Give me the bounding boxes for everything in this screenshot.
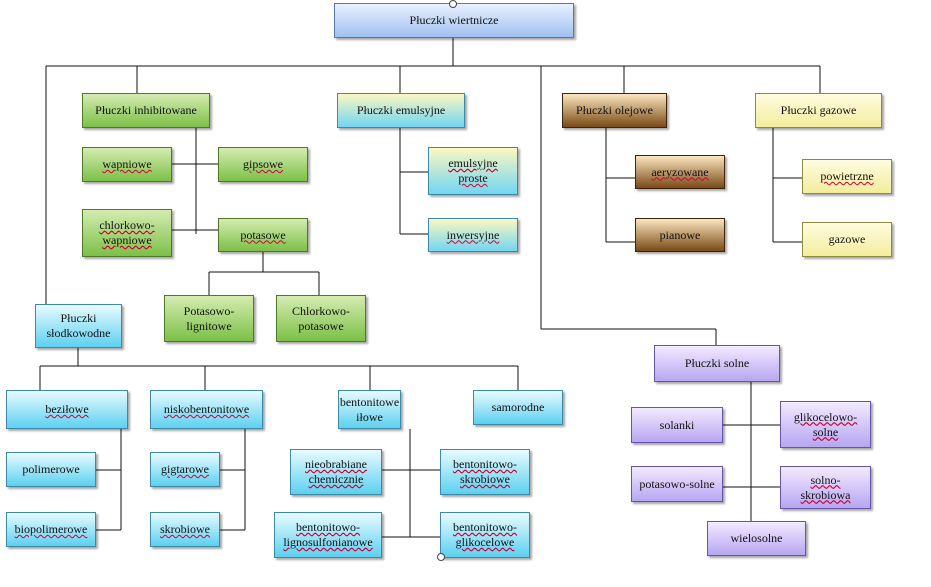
node-label: pianowe bbox=[659, 227, 701, 242]
node-label: Płuczki wiertnicze bbox=[409, 13, 499, 27]
node-label-line: iłowe bbox=[356, 409, 383, 424]
node-label: samorodne bbox=[491, 400, 545, 414]
node-label: inwersyjne bbox=[446, 227, 500, 242]
node-inwersyjne[interactable]: inwersyjne bbox=[428, 218, 518, 252]
node-label: biopolimerowe bbox=[14, 522, 88, 536]
node-label: beziłowe bbox=[45, 402, 89, 416]
node-label-line: bentonitowo- bbox=[453, 520, 517, 534]
node-potasowe[interactable]: potasowe bbox=[218, 218, 308, 252]
node-powietrzne[interactable]: powietrzne bbox=[802, 159, 892, 194]
node-skrobiowe[interactable]: skrobiowe bbox=[150, 512, 220, 547]
node-label-line: słodkowodne bbox=[46, 326, 111, 340]
node-label-line: lignitowe bbox=[186, 318, 232, 333]
node-olejowe[interactable]: Płuczki olejowe bbox=[562, 93, 667, 128]
node-label: Płuczki emulsyjne bbox=[356, 103, 446, 117]
node-bezilowe[interactable]: beziłowe bbox=[6, 390, 128, 429]
node-emulsyjne[interactable]: Płuczki emulsyjne bbox=[337, 93, 465, 128]
node-label: potasowe bbox=[240, 227, 286, 242]
node-label-line: bentonitowo- bbox=[453, 457, 517, 471]
node-label: solanki bbox=[659, 417, 695, 432]
node-label: potasowo-solne bbox=[639, 476, 715, 491]
node-aeryzowane[interactable]: aeryzowane bbox=[635, 155, 725, 189]
node-lignosulfonianowe[interactable]: bentonitowo-lignosulfonianowe bbox=[274, 512, 382, 558]
node-label: wapniowe bbox=[102, 157, 152, 171]
node-label-line: nieobrabiane bbox=[305, 457, 367, 471]
node-gigtarowe[interactable]: gigtarowe bbox=[150, 452, 220, 487]
node-inhibitowane[interactable]: Płuczki inhibitowane bbox=[82, 93, 210, 128]
node-label: niskobentonitowe bbox=[163, 402, 250, 416]
node-label-line: glikocelowo- bbox=[793, 409, 858, 424]
node-label: gazowe bbox=[828, 232, 866, 246]
node-label-line: chemicznie bbox=[308, 472, 364, 486]
node-label-line: Potasowo- bbox=[183, 303, 235, 318]
node-label: aeryzowane bbox=[651, 164, 709, 179]
node-label-line: solno- bbox=[810, 472, 841, 487]
node-gazowe[interactable]: gazowe bbox=[802, 222, 892, 257]
node-label: skrobiowe bbox=[160, 522, 210, 536]
selection-handle[interactable] bbox=[437, 553, 445, 561]
node-label: powietrzne bbox=[820, 169, 874, 183]
node-label-line: skrobiowe bbox=[460, 472, 510, 486]
node-bentonitowo-skrobiowe[interactable]: bentonitowo-skrobiowe bbox=[440, 449, 530, 495]
node-label-line: wapniowe bbox=[102, 233, 152, 247]
node-biopolimerowe[interactable]: biopolimerowe bbox=[6, 512, 96, 547]
node-pianowe[interactable]: pianowe bbox=[635, 218, 725, 252]
root-node[interactable]: Płuczki wiertnicze bbox=[334, 3, 574, 38]
node-label: Płuczki inhibitowane bbox=[95, 103, 197, 117]
node-label-line: bentonitowe bbox=[339, 394, 400, 409]
node-wapniowe[interactable]: wapniowe bbox=[82, 147, 172, 182]
node-label: Płuczki solne bbox=[684, 356, 750, 370]
node-polimerowe[interactable]: polimerowe bbox=[6, 452, 96, 487]
node-label-line: emulsyjne bbox=[448, 156, 498, 170]
node-label-line: skrobiowa bbox=[800, 487, 851, 502]
node-gipsowe[interactable]: gipsowe bbox=[218, 147, 308, 182]
node-label-line: potasowe bbox=[298, 318, 344, 333]
node-solne[interactable]: Płuczki solne bbox=[654, 345, 780, 382]
node-bentonitowo-glikocelowe[interactable]: bentonitowo-glikocelowe bbox=[440, 512, 530, 558]
node-label: Płuczki gazowe bbox=[780, 103, 857, 117]
node-potasowo-lignitowe[interactable]: Potasowo-lignitowe bbox=[164, 295, 254, 342]
node-wielosolne[interactable]: wielosolne bbox=[707, 521, 806, 556]
node-label: gipsowe bbox=[243, 157, 283, 171]
node-chlorkowo-wapniowe[interactable]: chlorkowo-wapniowe bbox=[82, 209, 172, 257]
node-label-line: proste bbox=[458, 171, 488, 185]
node-solno-skrobiowa[interactable]: solno-skrobiowa bbox=[780, 466, 871, 509]
node-label-line: Chlorkowo- bbox=[292, 303, 350, 318]
node-label-line: solne bbox=[812, 424, 839, 439]
node-solanki[interactable]: solanki bbox=[631, 407, 723, 443]
node-label-line: bentonitowo- bbox=[295, 520, 360, 534]
node-glikocelowo-solne[interactable]: glikocelowo-solne bbox=[780, 401, 871, 448]
node-niskobentonitowe[interactable]: niskobentonitowe bbox=[150, 390, 263, 429]
node-label-line: chlorkowo- bbox=[99, 218, 155, 232]
node-label: wielosolne bbox=[730, 531, 783, 545]
node-label-line: glikocelowe bbox=[455, 535, 515, 549]
node-label: Płuczki olejowe bbox=[576, 103, 653, 117]
node-label-line: Płuczki bbox=[60, 311, 97, 325]
node-label-line: lignosulfonianowe bbox=[283, 535, 373, 549]
node-potasowo-solne[interactable]: potasowo-solne bbox=[631, 466, 723, 502]
node-label: polimerowe bbox=[22, 462, 80, 476]
node-label: gigtarowe bbox=[161, 462, 209, 476]
node-gazowe-group[interactable]: Płuczki gazowe bbox=[755, 93, 882, 128]
selection-handle[interactable] bbox=[449, 0, 457, 8]
node-samorodne[interactable]: samorodne bbox=[473, 390, 563, 425]
node-chlorkowo-potasowe[interactable]: Chlorkowo-potasowe bbox=[276, 295, 366, 342]
